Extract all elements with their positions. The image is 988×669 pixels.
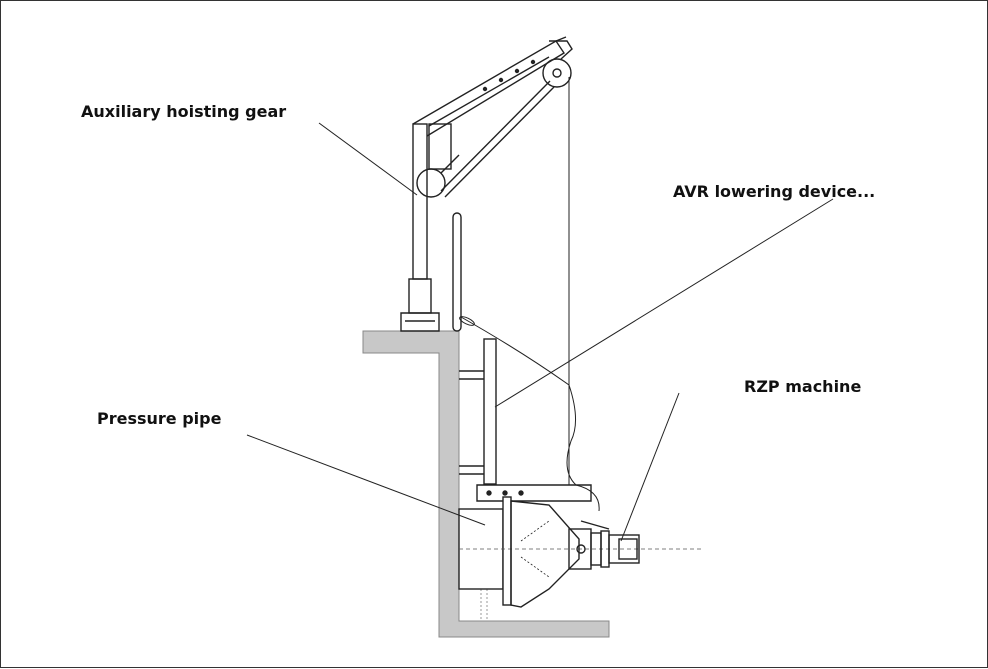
avr-lowering-device <box>459 316 600 512</box>
rzp-machine <box>568 520 640 570</box>
label-auxiliary-hoisting-gear: Auxiliary hoisting gear <box>81 102 286 121</box>
pressure-pipe <box>458 496 701 608</box>
tank-wall <box>362 330 610 638</box>
leader-pressure-pipe <box>246 434 486 526</box>
label-avr-lowering-device: AVR lowering device... <box>673 182 875 201</box>
auxiliary-hoisting-gear <box>400 36 573 485</box>
label-rzp-machine: RZP machine <box>744 377 861 396</box>
leader-rzp-machine <box>620 392 680 542</box>
leader-aux-hoisting-gear <box>318 122 418 196</box>
label-pressure-pipe: Pressure pipe <box>97 409 222 428</box>
leader-avr-lowering-device <box>494 198 834 408</box>
